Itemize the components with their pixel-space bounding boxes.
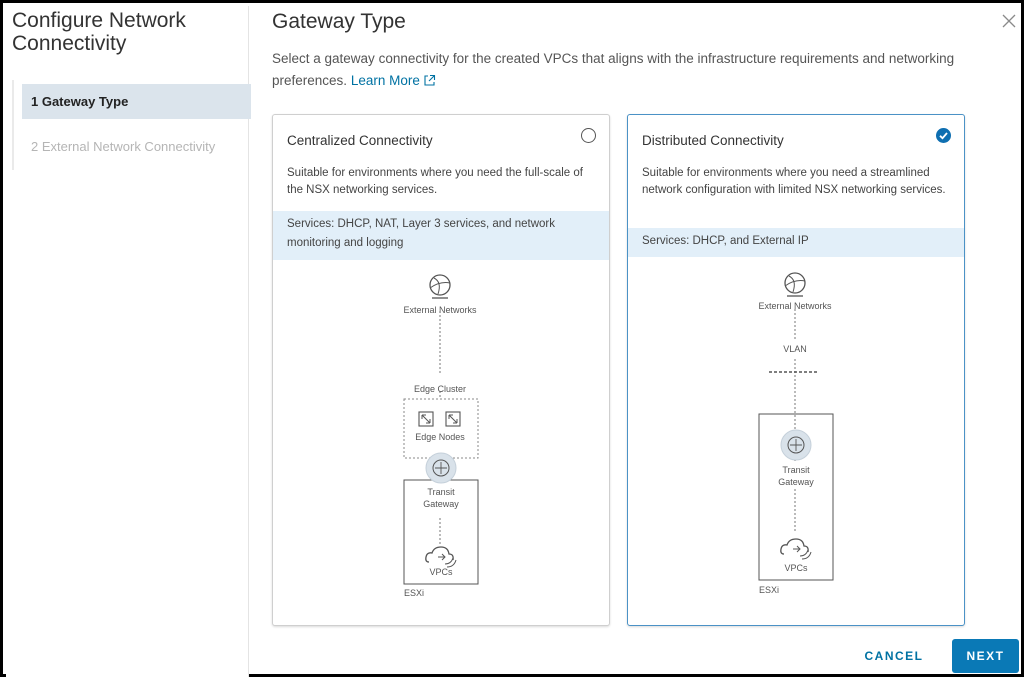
step-gateway-type[interactable]: 1 Gateway Type [22,84,251,119]
card-description: Suitable for environments where you need… [642,167,946,196]
centralized-diagram-lines [403,274,479,585]
page-title: Gateway Type [272,10,406,33]
learn-more-link[interactable]: Learn More [351,73,436,88]
next-button[interactable]: NEXT [952,639,1019,673]
page-description: Select a gateway connectivity for the cr… [272,48,1017,94]
globe-icon [784,272,806,297]
globe-icon [429,274,451,299]
edge-cluster-label: Edge Cluster [413,384,467,394]
wizard-steps: 1 Gateway Type 2 External Network Connec… [12,80,251,170]
transit-gateway-icon [780,429,812,461]
distributed-diagram: External Networks VLAN Transit Gateway V… [628,263,964,615]
transit-gateway-label: Transit Gateway [423,487,459,509]
distributed-connectivity-card[interactable]: Distributed Connectivity Suitable for en… [627,114,965,626]
esxi-label: ESXi [759,585,780,595]
edge-nodes-label: Edge Nodes [415,432,465,442]
cancel-button[interactable]: CANCEL [864,649,924,663]
esxi-label: ESXi [404,588,425,598]
cloud-icon [780,538,812,560]
external-link-icon [423,72,436,94]
card-services: Services: DHCP, and External IP [628,228,964,257]
card-services: Services: DHCP, NAT, Layer 3 services, a… [273,211,609,260]
centralized-diagram: External Networks Edge Cluster Edge Node… [273,263,609,615]
external-networks-label: External Networks [758,301,832,311]
centralized-connectivity-card[interactable]: Centralized Connectivity Suitable for en… [272,114,610,626]
close-icon[interactable] [1000,13,1018,31]
transit-gateway-icon [425,452,457,484]
external-networks-label: External Networks [403,305,477,315]
centralized-radio[interactable] [581,128,596,143]
cloud-icon [425,546,457,568]
wizard-sidebar: Configure Network Connectivity 1 Gateway… [6,6,251,677]
step-external-network-connectivity: 2 External Network Connectivity [31,139,216,154]
card-title: Centralized Connectivity [287,133,433,148]
wizard-title: Configure Network Connectivity [12,9,186,55]
card-title: Distributed Connectivity [642,133,784,148]
vpcs-label: VPCs [784,563,808,573]
wizard-content: Gateway Type Select a gateway connectivi… [250,6,1024,677]
vpcs-label: VPCs [429,567,453,577]
edge-node-icon [445,411,461,427]
card-description: Suitable for environments where you need… [287,167,583,196]
distributed-radio-checked-icon[interactable] [936,128,951,143]
edge-node-icon [418,411,434,427]
vlan-label: VLAN [745,344,845,354]
transit-gateway-label: Transit Gateway [766,464,826,488]
page-description-text: Select a gateway connectivity for the cr… [272,51,955,88]
